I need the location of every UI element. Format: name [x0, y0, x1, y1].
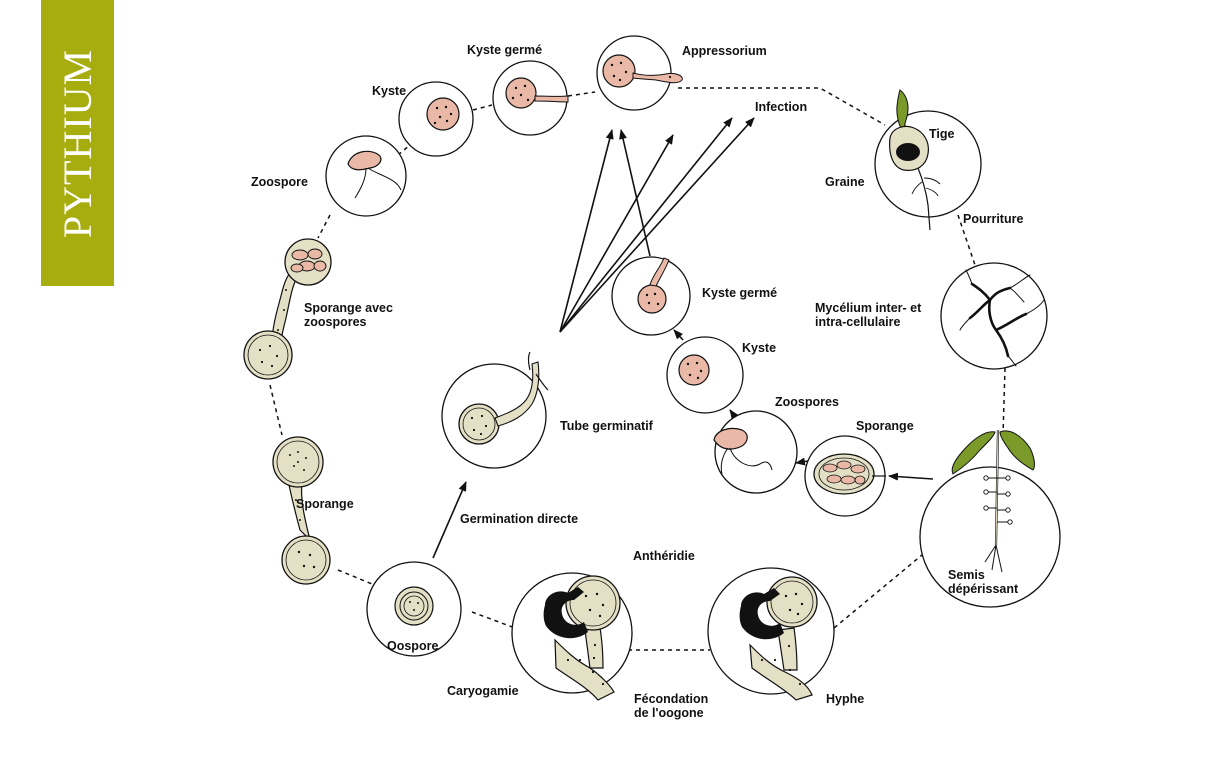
kyste-mid-stage [666, 336, 744, 414]
label-zoospores-mid: Zoospores [775, 395, 839, 409]
sporange-avec-zoospores-stage [243, 238, 332, 380]
label-antheridie: Anthéridie [633, 549, 695, 563]
label-kyste-mid: Kyste [742, 341, 776, 355]
label-kyste-top: Kyste [372, 84, 406, 98]
zoospore-stage [325, 135, 407, 217]
sporange-mid-stage [804, 435, 886, 517]
label-tige: Tige [929, 127, 955, 141]
kyste-germe-mid-stage [611, 256, 691, 336]
label-mycelium-2: intra-cellulaire [815, 315, 900, 329]
oospore-stage [366, 561, 462, 657]
label-appressorium: Appressorium [682, 44, 767, 58]
tube-germinatif-stage [441, 351, 549, 469]
kyste-top-stage [398, 81, 474, 157]
graine-tige-stage [874, 89, 982, 231]
label-mycelium-1: Mycélium inter- et [815, 301, 922, 315]
label-sporange-avec-1: Sporange avec [304, 301, 393, 315]
label-sporange-mid: Sporange [856, 419, 914, 433]
label-fecondation-1: Fécondation [634, 692, 708, 706]
caryogamie-stage [511, 572, 633, 701]
label-semis-1: Semis [948, 568, 985, 582]
side-band [41, 0, 114, 286]
label-sporange-avec-2: zoospores [304, 315, 367, 329]
mycelium-stage [940, 262, 1048, 370]
label-tube-germinatif: Tube germinatif [560, 419, 654, 433]
label-semis-2: dépérissant [948, 582, 1019, 596]
label-graine: Graine [825, 175, 865, 189]
infection-arrows [559, 117, 755, 333]
label-oospore: Oospore [387, 639, 438, 653]
label-hyphe: Hyphe [826, 692, 864, 706]
semis-deperissant-stage [919, 429, 1061, 608]
cycle-dashed-connectors [269, 87, 1006, 651]
labels: Kyste germé Appressorium Kyste Infection… [251, 43, 1023, 720]
label-infection: Infection [755, 100, 807, 114]
label-sporange-left: Sporange [296, 497, 354, 511]
label-pourriture: Pourriture [963, 212, 1023, 226]
zoospores-mid-stage [713, 410, 798, 494]
label-caryogamie: Caryogamie [447, 684, 519, 698]
label-germination-directe: Germination directe [460, 512, 578, 526]
label-fecondation-2: de l'oogone [634, 706, 704, 720]
kyste-germe-top-stage [492, 60, 569, 136]
sporange-left-stage [272, 436, 331, 585]
label-kyste-germe-mid: Kyste germé [702, 286, 777, 300]
appressorium-stage [596, 35, 683, 111]
label-zoospore: Zoospore [251, 175, 308, 189]
hyphe-stage [707, 567, 835, 701]
label-kyste-germe-top: Kyste germé [467, 43, 542, 57]
